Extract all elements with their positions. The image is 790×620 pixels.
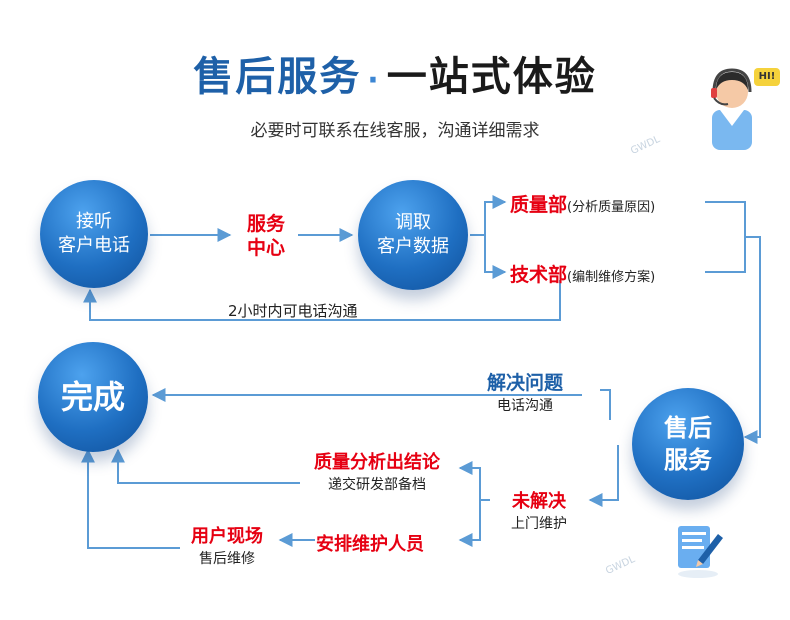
node-unsolved: 未解决 上门维护 [494, 487, 584, 533]
node-after-sales: 售后 服务 [632, 388, 744, 500]
phone-note: 2小时内可电话沟通 [228, 302, 358, 320]
node-arrange-staff: 安排维护人员 [316, 534, 424, 555]
node-quality-dept: 质量部(分析质量原因) [510, 190, 655, 217]
tech-dept-label: 技术部 [510, 264, 568, 286]
user-site-note: 售后维修 [199, 551, 255, 567]
user-site-label: 用户现场 [191, 526, 263, 547]
answer-call-line1: 接听 [76, 211, 112, 232]
node-solve-problem: 解决问题 电话沟通 [470, 368, 580, 415]
solve-problem-label: 解决问题 [486, 372, 563, 394]
node-complete: 完成 [38, 342, 148, 452]
hi-badge: HI! [754, 68, 780, 86]
node-user-site: 用户现场 售后维修 [172, 522, 282, 568]
node-service-center: 服务 中心 [236, 212, 296, 260]
arrow-after-sales-to-unsolved [588, 445, 619, 507]
arrow-phone-return [83, 280, 561, 321]
answer-call-line2: 客户电话 [58, 235, 130, 256]
quality-conclusion-label: 质量分析出结论 [314, 452, 440, 473]
title-main: 售后服务 [193, 54, 362, 100]
solve-problem-note: 电话沟通 [497, 398, 553, 414]
arrow-data-to-quality [470, 195, 507, 236]
retrieve-data-line1: 调取 [395, 212, 431, 233]
arrow-data-to-tech [484, 235, 507, 279]
arrow-conclusion-to-complete [111, 448, 300, 484]
node-retrieve-data: 调取 客户数据 [358, 180, 468, 290]
after-sales-line2: 服务 [664, 446, 712, 474]
arrow-to-after-sales [743, 236, 761, 444]
title-rest: 一站式体验 [386, 54, 597, 100]
tech-dept-note: (编制维修方案) [567, 270, 656, 285]
quality-dept-label: 质量部 [510, 194, 568, 216]
node-answer-call: 接听 客户电话 [40, 180, 148, 288]
page-title: 售后服务·一站式体验 [0, 44, 790, 102]
bracket-right [705, 201, 746, 273]
node-quality-conclusion: 质量分析出结论 递交研发部备档 [292, 448, 462, 494]
after-sales-line1: 售后 [664, 414, 712, 442]
page-subtitle: 必要时可联系在线客服，沟通详细需求 [250, 121, 540, 141]
service-center-line2: 中心 [246, 237, 285, 259]
quality-dept-note: (分析质量原因) [567, 200, 656, 215]
unsolved-label: 未解决 [512, 491, 566, 512]
customer-service-agent-icon: HI! [700, 62, 782, 154]
retrieve-data-line2: 客户数据 [377, 236, 449, 257]
arrow-unsolved-to-conclusion [458, 461, 490, 501]
arrow-site-to-complete [81, 448, 180, 549]
unsolved-note: 上门维护 [511, 516, 567, 532]
title-dot: · [367, 63, 381, 98]
line-after-sales-up [600, 389, 611, 420]
document-edit-icon [668, 520, 728, 580]
node-tech-dept: 技术部(编制维修方案) [510, 260, 655, 287]
quality-conclusion-note: 递交研发部备档 [328, 477, 426, 493]
arrow-unsolved-to-arrange [458, 500, 481, 547]
service-center-line1: 服务 [246, 213, 285, 235]
